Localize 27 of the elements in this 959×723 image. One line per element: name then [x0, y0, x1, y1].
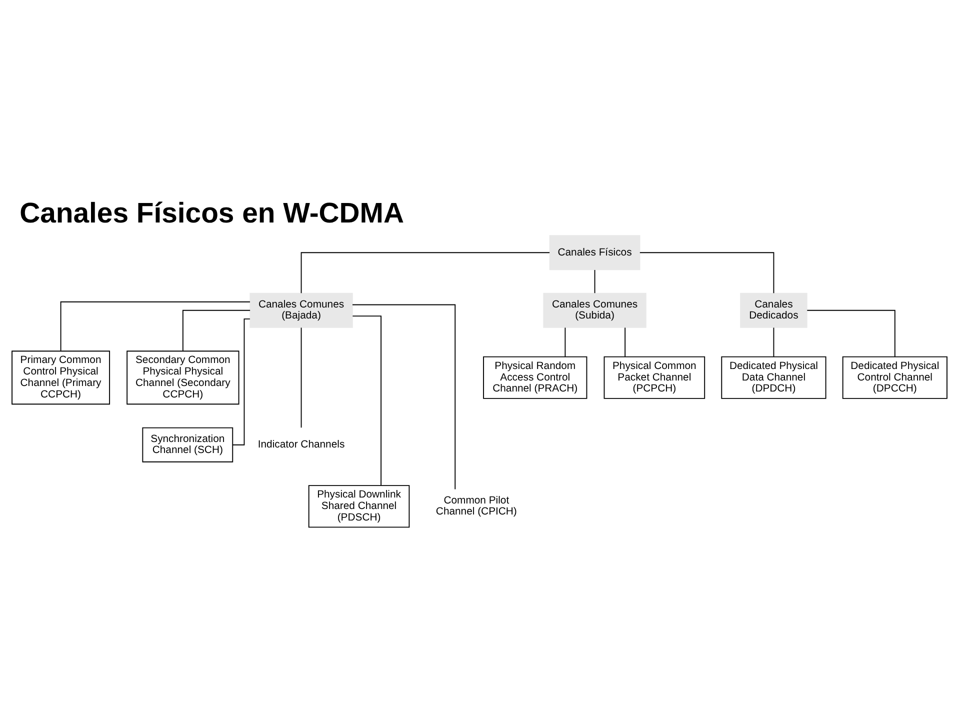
node-box: Primary Common Control Physical Channel (Primary CCPCH): [12, 350, 110, 404]
connector: [773, 326, 774, 357]
node-text: Indicator Channels: [258, 438, 345, 450]
node-box: Secondary Common Physical Physical Channel (Secondary CCPCH): [126, 350, 240, 404]
connector: [564, 326, 566, 357]
connector: [639, 252, 774, 294]
connector: [60, 300, 250, 351]
connector: [624, 326, 626, 357]
node-box: Canales Dedicados: [740, 292, 808, 328]
node-box: Physical Downlink Shared Channel (PDSCH): [308, 484, 410, 528]
connector: [300, 252, 550, 294]
node-box: Dedicated Physical Data Channel (DPDCH): [721, 356, 826, 398]
node-text: Common Pilot Channel (CPICH): [436, 494, 517, 518]
connector: [182, 309, 251, 352]
node-box: Physical Common Packet Channel (PCPCH): [604, 356, 706, 398]
node-box: Canales Comunes (Bajada): [250, 292, 353, 328]
connector: [300, 326, 302, 428]
connector: [352, 304, 456, 490]
node-box: Canales Comunes (Subida): [543, 292, 646, 328]
diagram-title: Canales Físicos en W-CDMA: [20, 196, 404, 229]
node-box: Canales Físicos: [549, 234, 640, 270]
node-box: Synchronization Channel (SCH): [142, 426, 234, 462]
connector: [806, 309, 896, 357]
connector: [594, 269, 596, 294]
node-box: Physical Random Access Control Channel (PRACH): [483, 356, 588, 398]
connector: [352, 315, 382, 486]
node-box: Dedicated Physical Control Channel (DPCCH): [842, 356, 948, 398]
